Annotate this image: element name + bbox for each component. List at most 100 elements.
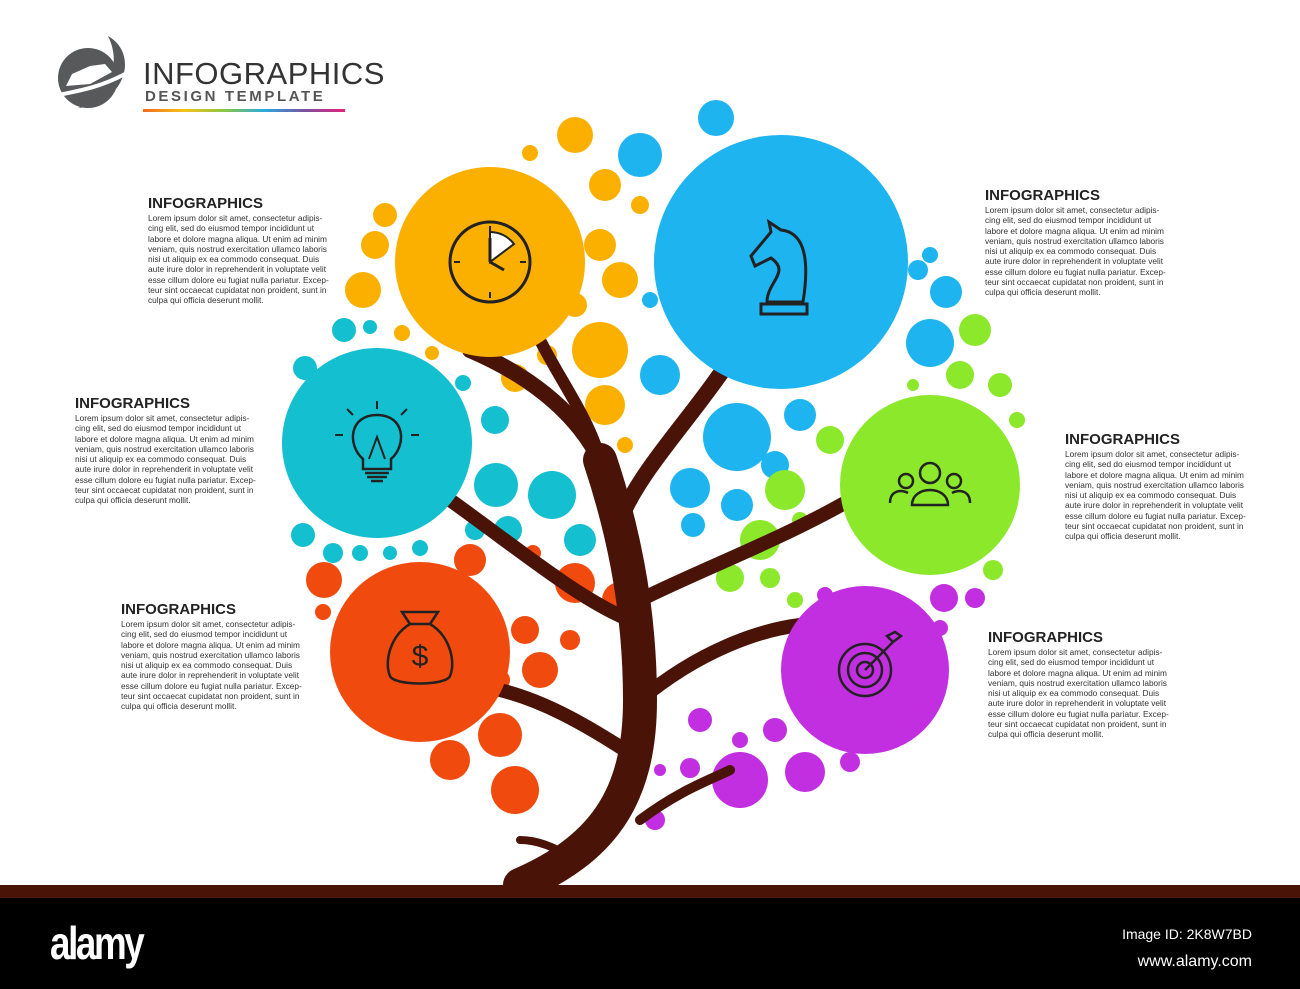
decor-dot xyxy=(455,375,471,391)
decor-dot xyxy=(906,319,954,367)
decor-dot xyxy=(293,356,317,380)
decor-dot xyxy=(478,713,522,757)
block-title: INFOGRAPHICS xyxy=(988,629,1104,646)
decor-dot xyxy=(602,262,638,298)
decor-dot xyxy=(332,318,356,342)
decor-dot xyxy=(491,766,539,814)
decorative-dots xyxy=(291,100,1025,830)
decor-dot xyxy=(394,325,410,341)
decor-dot xyxy=(688,708,712,732)
decor-dot xyxy=(352,545,368,561)
block-title: INFOGRAPHICS xyxy=(1065,431,1181,448)
decor-dot xyxy=(965,588,985,608)
decor-dot xyxy=(412,540,428,556)
step-circle-6 xyxy=(781,586,949,754)
block-text: Lorem ipsum dolor sit amet, consectetur … xyxy=(1065,449,1246,542)
team-icon xyxy=(888,461,972,507)
decor-dot xyxy=(712,752,768,808)
step-circle-1 xyxy=(395,167,585,357)
money-bag-icon: $ xyxy=(386,610,454,685)
watermark-footer: alamy Image ID: 2K8W7BD www.alamy.com xyxy=(0,898,1300,989)
decor-dot xyxy=(474,463,518,507)
decor-dot xyxy=(784,399,816,431)
decor-dot xyxy=(361,231,389,259)
decor-dot xyxy=(716,564,744,592)
decor-dot xyxy=(323,543,343,563)
decor-dot xyxy=(640,355,680,395)
block-title: INFOGRAPHICS xyxy=(985,187,1101,204)
clock-icon xyxy=(448,220,532,304)
decor-dot xyxy=(522,652,558,688)
decor-dot xyxy=(670,468,710,508)
block-text: Lorem ipsum dolor sit amet, consectetur … xyxy=(148,213,329,306)
decor-dot xyxy=(522,145,538,161)
decor-dot xyxy=(654,764,666,776)
brand-subtitle: DESIGN TEMPLATE xyxy=(145,88,326,105)
image-id: Image ID: 2K8W7BD xyxy=(1122,926,1252,942)
block-title: INFOGRAPHICS xyxy=(121,601,237,618)
tree-trunk xyxy=(443,334,857,900)
decor-dot xyxy=(528,471,576,519)
block-title: INFOGRAPHICS xyxy=(75,395,191,412)
decor-dot xyxy=(703,403,771,471)
decor-dot xyxy=(430,740,470,780)
decor-dot xyxy=(425,346,439,360)
decor-dot xyxy=(930,584,958,612)
block-text: Lorem ipsum dolor sit amet, consectetur … xyxy=(985,205,1166,298)
decor-dot xyxy=(732,732,748,748)
alamy-logo: alamy xyxy=(50,917,145,969)
decor-dot xyxy=(922,247,938,263)
decor-dot xyxy=(983,560,1003,580)
decor-dot xyxy=(306,562,342,598)
decor-dot xyxy=(572,322,628,378)
decor-dot xyxy=(557,117,593,153)
step-circle-4 xyxy=(654,135,908,389)
decor-dot xyxy=(345,272,381,308)
rainbow-bar xyxy=(143,109,345,112)
decor-dot xyxy=(760,568,780,588)
decor-dot xyxy=(585,385,625,425)
decor-dot xyxy=(291,523,315,547)
decor-dot xyxy=(930,276,962,308)
ground-line xyxy=(0,885,1300,898)
decor-dot xyxy=(560,630,580,650)
decor-dot xyxy=(584,229,616,261)
decor-dot xyxy=(785,752,825,792)
decor-dot xyxy=(617,437,633,453)
tree-diagram: $ xyxy=(282,100,1025,900)
decor-dot xyxy=(908,260,928,280)
decor-dot xyxy=(1009,412,1025,428)
decor-dot xyxy=(840,752,860,772)
decor-dot xyxy=(511,616,539,644)
decor-dot xyxy=(631,196,649,214)
decor-dot xyxy=(765,470,805,510)
target-icon xyxy=(837,630,904,698)
decor-dot xyxy=(454,544,486,576)
decor-dot xyxy=(721,489,753,521)
block-text: Lorem ipsum dolor sit amet, consectetur … xyxy=(75,413,256,506)
block-title: INFOGRAPHICS xyxy=(148,195,264,212)
decor-dot xyxy=(373,203,397,227)
decor-dot xyxy=(681,513,705,537)
decor-dot xyxy=(959,314,991,346)
decor-dot xyxy=(589,169,621,201)
step-circle-2 xyxy=(282,348,472,538)
decor-dot xyxy=(988,373,1012,397)
step-circle-5 xyxy=(840,395,1020,575)
decor-dot xyxy=(642,292,658,308)
decor-dot xyxy=(763,718,787,742)
decor-dot xyxy=(564,524,596,556)
decor-dot xyxy=(315,604,331,620)
decor-dot xyxy=(816,426,844,454)
lightbulb-icon xyxy=(335,401,419,483)
decor-dot xyxy=(680,758,700,778)
brand-title: INFOGRAPHICS xyxy=(143,56,385,91)
logo-icon xyxy=(50,34,135,114)
block-text: Lorem ipsum dolor sit amet, consectetur … xyxy=(988,647,1169,740)
